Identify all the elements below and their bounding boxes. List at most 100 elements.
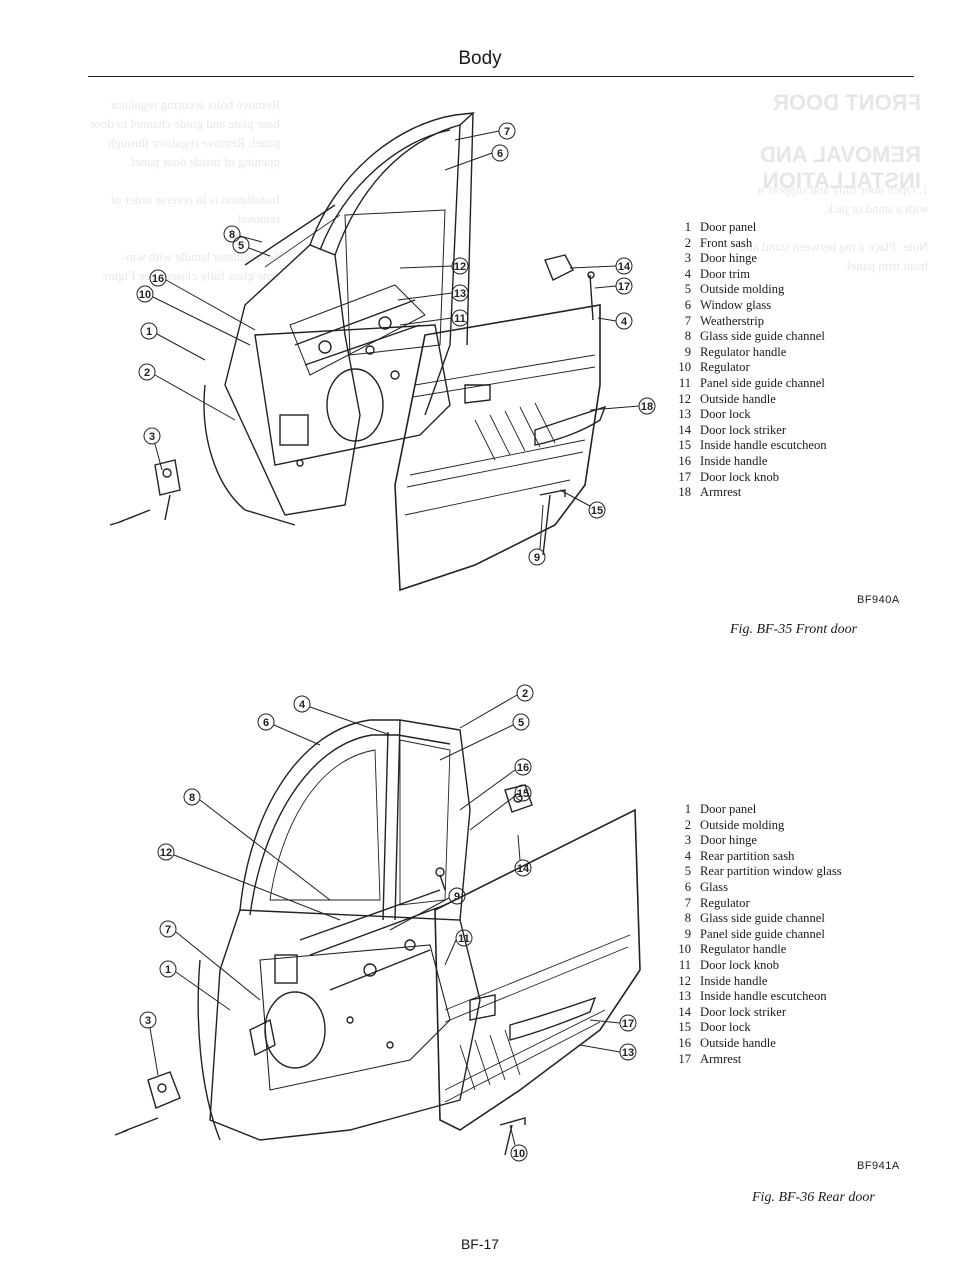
front-door-callouts: 7 6 12 14 17 4 13 11 5 8 16 10 1 2 3 18 … <box>0 0 960 600</box>
svg-text:1: 1 <box>146 326 152 338</box>
callout-2: 2 <box>459 684 534 729</box>
callout-17: 17 <box>589 1014 637 1032</box>
callout-12: 12 <box>399 257 469 275</box>
header-rule <box>88 76 914 77</box>
callout-3: 3 <box>139 1011 159 1076</box>
svg-text:16: 16 <box>517 762 529 774</box>
svg-text:8: 8 <box>229 229 235 241</box>
rear-door-figure-code: BF941A <box>857 1160 900 1172</box>
svg-text:17: 17 <box>618 281 630 293</box>
svg-text:1: 1 <box>165 964 171 976</box>
svg-text:8: 8 <box>189 792 195 804</box>
callout-4: 4 <box>293 695 391 736</box>
svg-text:2: 2 <box>522 688 528 700</box>
svg-text:5: 5 <box>518 717 524 729</box>
callout-15: 15 <box>559 489 606 519</box>
callout-1: 1 <box>159 960 231 1011</box>
svg-text:6: 6 <box>497 148 503 160</box>
front-door-exploded-diagram <box>95 85 675 595</box>
svg-text:11: 11 <box>454 313 466 325</box>
page-number: BF-17 <box>460 1236 500 1252</box>
front-door-figure-code: BF940A <box>857 594 900 606</box>
rear-door-exploded-diagram <box>100 700 660 1170</box>
callout-14: 14 <box>569 257 633 275</box>
svg-text:10: 10 <box>513 1148 525 1160</box>
callout-8: 8 <box>183 788 331 901</box>
callout-3: 3 <box>143 427 163 471</box>
svg-text:10: 10 <box>139 289 151 301</box>
callout-11: 11 <box>399 309 469 327</box>
rear-door-caption: Fig. BF-36 Rear door <box>752 1190 875 1205</box>
callout-17: 17 <box>594 277 633 295</box>
page-title: Body <box>458 48 502 69</box>
svg-text:3: 3 <box>145 1015 151 1027</box>
callout-8: 8 <box>223 225 263 243</box>
svg-text:9: 9 <box>454 891 460 903</box>
svg-text:7: 7 <box>165 924 171 936</box>
svg-text:14: 14 <box>618 261 631 273</box>
callout-16: 16 <box>459 758 532 811</box>
svg-text:7: 7 <box>504 126 510 138</box>
svg-text:12: 12 <box>454 261 466 273</box>
callout-15: 15 <box>469 784 532 831</box>
svg-text:14: 14 <box>517 863 530 875</box>
callout-5: 5 <box>232 236 271 257</box>
svg-text:12: 12 <box>160 847 172 859</box>
callout-6: 6 <box>444 144 509 171</box>
callout-9: 9 <box>389 887 466 931</box>
svg-text:17: 17 <box>622 1018 634 1030</box>
front-door-caption: Fig. BF-35 Front door <box>730 622 858 637</box>
callout-2: 2 <box>138 363 236 421</box>
callout-7: 7 <box>159 920 261 1001</box>
callout-1: 1 <box>140 322 206 361</box>
callout-10: 10 <box>509 1124 528 1162</box>
callout-5: 5 <box>439 713 530 761</box>
svg-text:13: 13 <box>454 288 466 300</box>
svg-text:6: 6 <box>263 717 269 729</box>
callout-4: 4 <box>597 312 633 330</box>
svg-text:11: 11 <box>458 933 470 945</box>
svg-text:4: 4 <box>299 699 306 711</box>
svg-text:16: 16 <box>152 273 164 285</box>
callout-12: 12 <box>157 843 341 921</box>
callout-13: 13 <box>579 1043 637 1061</box>
svg-text:15: 15 <box>591 505 603 517</box>
svg-text:3: 3 <box>149 431 155 443</box>
callout-14: 14 <box>514 834 532 877</box>
svg-text:9: 9 <box>534 552 540 564</box>
svg-text:5: 5 <box>238 240 244 252</box>
callout-11: 11 <box>444 929 473 966</box>
